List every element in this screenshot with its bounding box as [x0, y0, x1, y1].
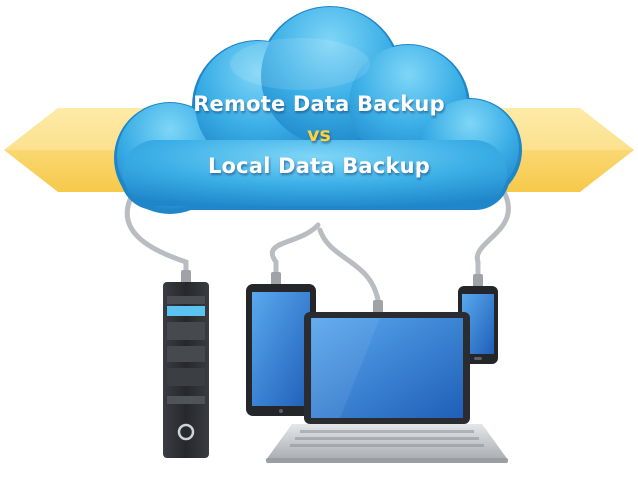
cable-connectors [181, 270, 483, 314]
tablet-icon [246, 284, 316, 416]
title-remote-data-backup: Remote Data Backup [193, 92, 445, 116]
connection-cables [124, 182, 511, 315]
title-vs: vs [307, 124, 331, 146]
server-tower-icon [163, 282, 209, 458]
title-local-data-backup: Local Data Backup [207, 154, 431, 178]
laptop-icon [266, 312, 508, 463]
cloud-icon [114, 6, 522, 214]
